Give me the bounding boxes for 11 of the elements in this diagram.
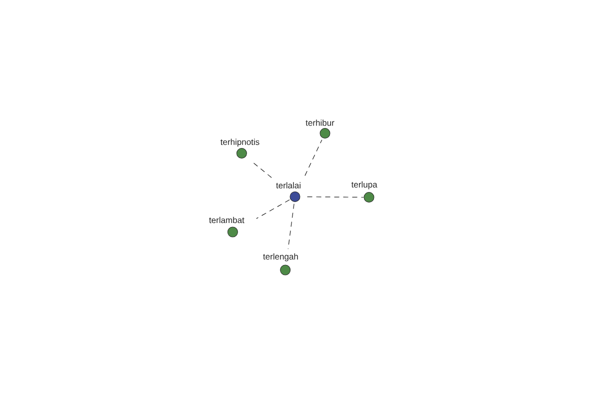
node-label: terlupa — [351, 181, 378, 190]
connector-line — [250, 160, 272, 178]
node-label: terlambat — [209, 216, 244, 224]
node-label: terlengah — [263, 253, 298, 262]
connector-line — [256, 199, 290, 219]
connector-line — [288, 204, 294, 250]
node-label: terhipnotis — [220, 138, 260, 147]
connector-line — [306, 196, 364, 198]
node-label: terlalai — [276, 182, 300, 188]
connector-line — [304, 140, 322, 176]
node-label: terhibur — [306, 120, 334, 126]
